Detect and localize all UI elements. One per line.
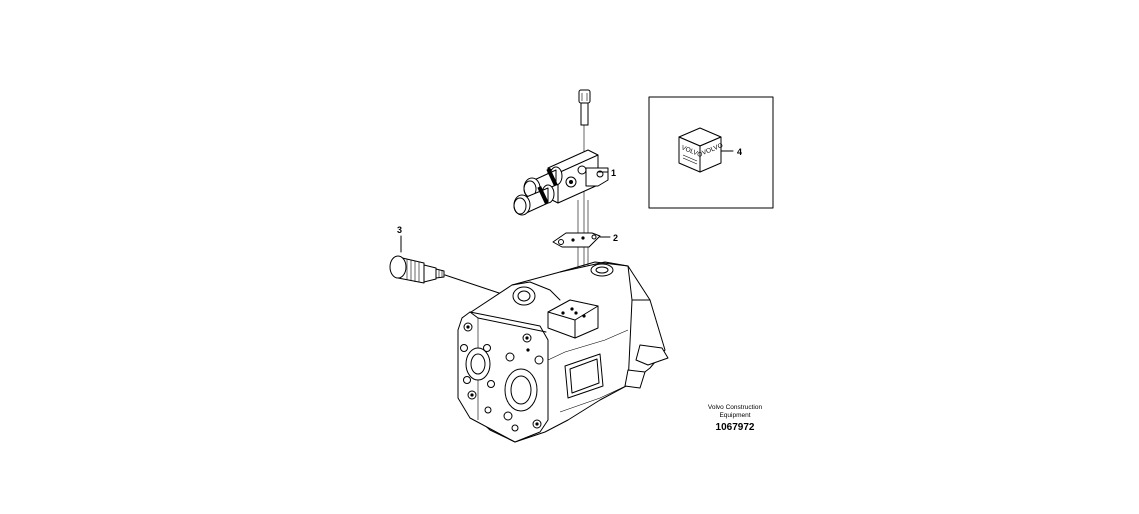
bolt-icon [578,89,591,126]
callout-2: 2 [613,233,618,243]
callout-4: 4 [737,147,742,157]
hydraulic-pump-housing-icon [457,261,669,443]
credit-company: Volvo Construction [708,404,763,411]
drawing-number: 1067972 [716,422,755,433]
callout-1: 1 [611,168,616,178]
leader-line-plug-port [444,274,509,297]
callout-3: 3 [397,225,402,235]
drawing-credit: Volvo Construction Equipment 1067972 [708,404,763,433]
kit-frame [648,96,774,209]
gasket-plate-icon [552,232,601,248]
valve-block-icon [513,149,609,216]
plug-cartridge-icon [389,255,445,284]
parts-kit-box-icon: VOLVO VOLVO [678,127,724,173]
credit-division: Equipment [719,412,750,419]
